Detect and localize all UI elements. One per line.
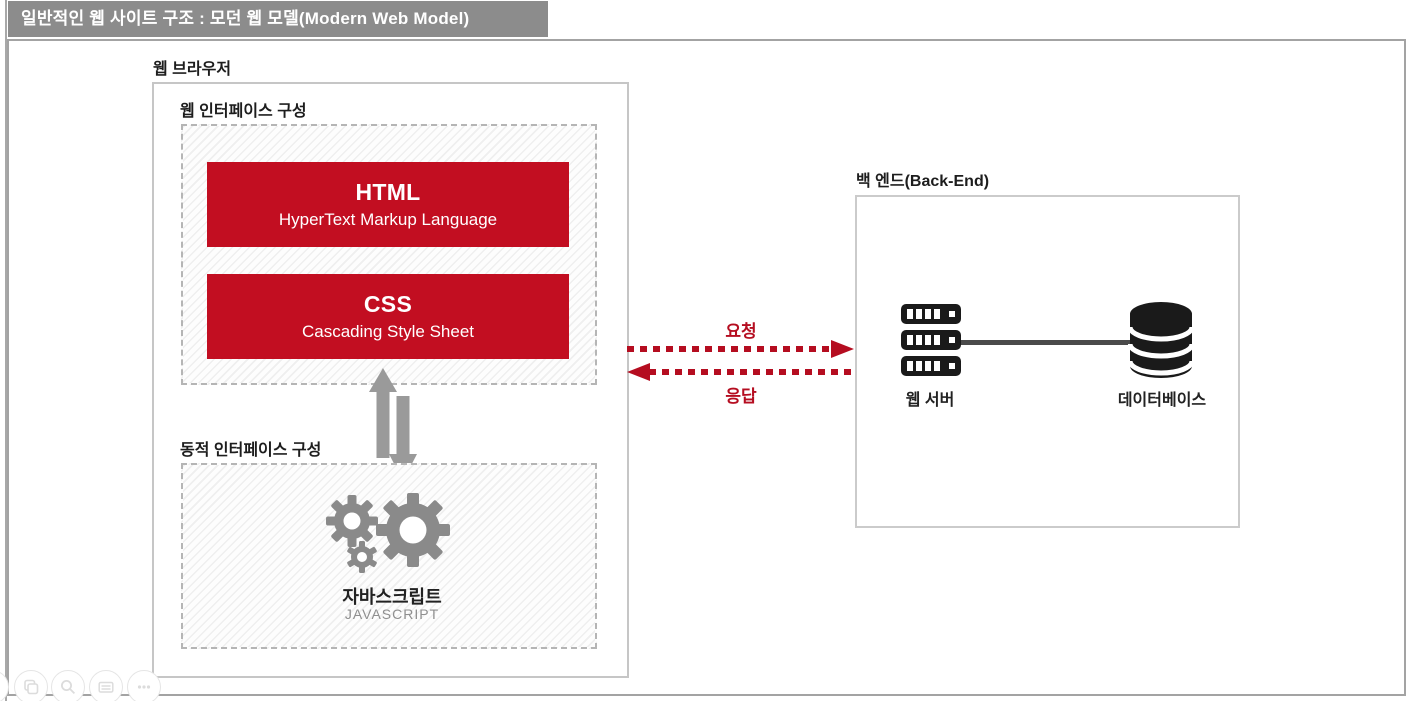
backend-label: 백 엔드(Back-End) — [856, 173, 990, 190]
web-interface-section-label: 웹 인터페이스 구성 — [180, 103, 307, 120]
css-block-subtitle: Cascading Style Sheet — [302, 322, 474, 341]
zoom-icon[interactable] — [51, 670, 85, 701]
server-database-line — [960, 340, 1130, 345]
gears-icon — [326, 493, 450, 573]
diagram-title: 일반적인 웹 사이트 구조 : 모던 웹 모델(Modern Web Model… — [8, 1, 548, 37]
html-block: HTML HyperText Markup Language — [207, 162, 569, 247]
web-browser-label: 웹 브라우저 — [153, 61, 232, 78]
server-icon — [901, 304, 961, 376]
database-icon — [1128, 302, 1194, 378]
request-response-arrows — [627, 340, 855, 381]
javascript-sublabel: JAVASCRIPT — [344, 606, 440, 622]
more-icon[interactable] — [127, 670, 161, 701]
dynamic-interface-section-label: 동적 인터페이스 구성 — [180, 442, 322, 459]
html-block-title: HTML — [355, 179, 421, 205]
css-block: CSS Cascading Style Sheet — [207, 274, 569, 359]
response-label: 응답 — [725, 387, 757, 406]
slides-icon[interactable] — [14, 670, 48, 701]
html-block-subtitle: HyperText Markup Language — [278, 210, 498, 229]
javascript-label: 자바스크립트 — [342, 587, 442, 607]
css-block-title: CSS — [363, 291, 413, 317]
database-label: 데이터베이스 — [1117, 392, 1207, 409]
keyboard-icon[interactable] — [89, 670, 123, 701]
web-server-label: 웹 서버 — [905, 392, 955, 409]
request-label: 요청 — [725, 322, 757, 341]
slide-left-edge — [5, 0, 7, 701]
up-down-arrows-icon — [369, 368, 417, 481]
